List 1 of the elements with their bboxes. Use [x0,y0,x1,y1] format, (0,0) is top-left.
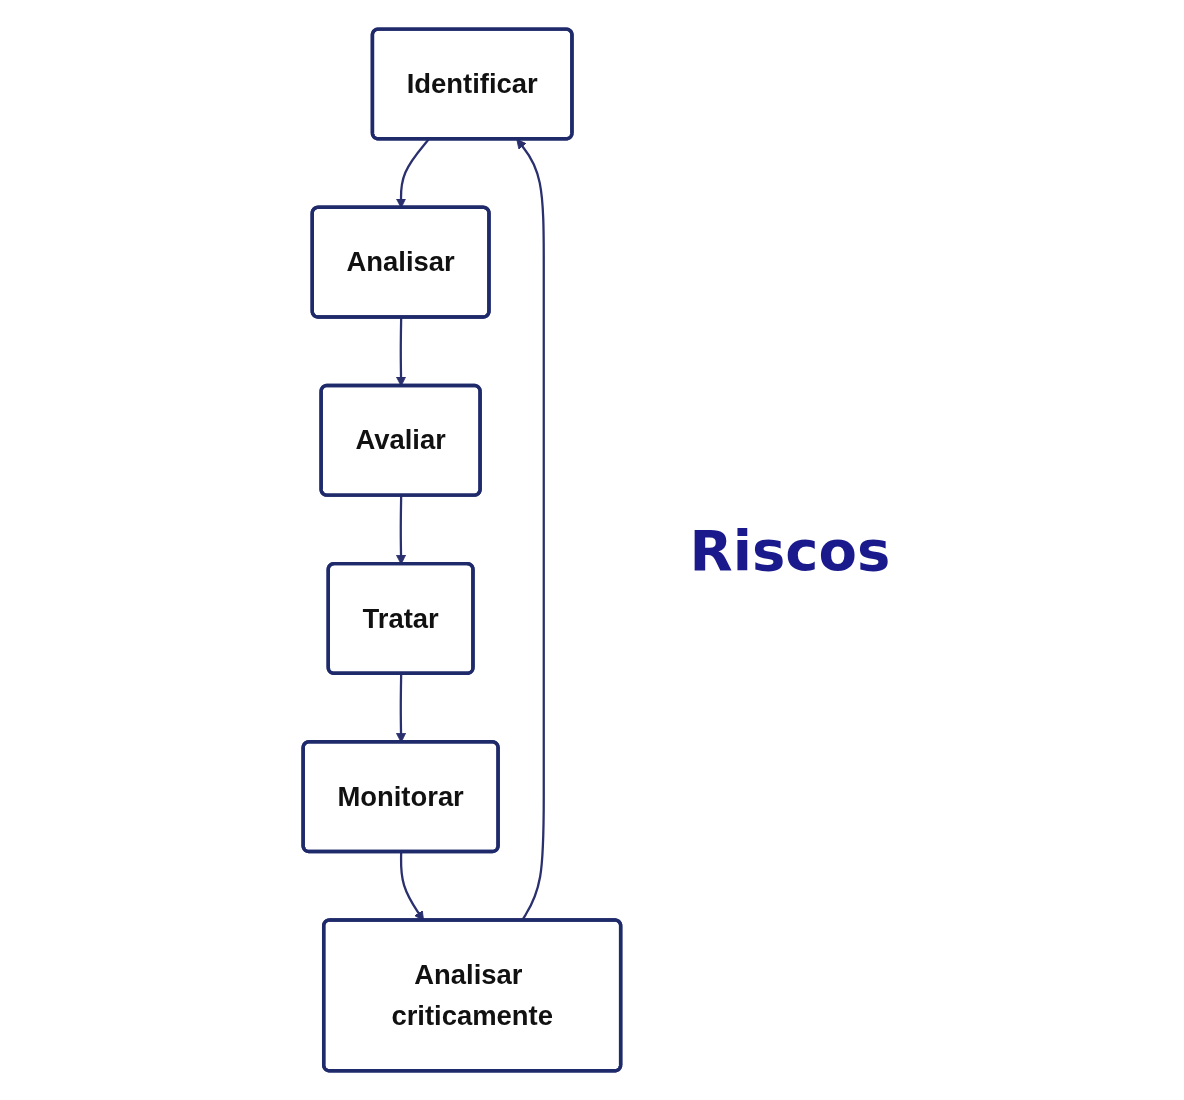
center-label: Riscos [689,517,891,583]
